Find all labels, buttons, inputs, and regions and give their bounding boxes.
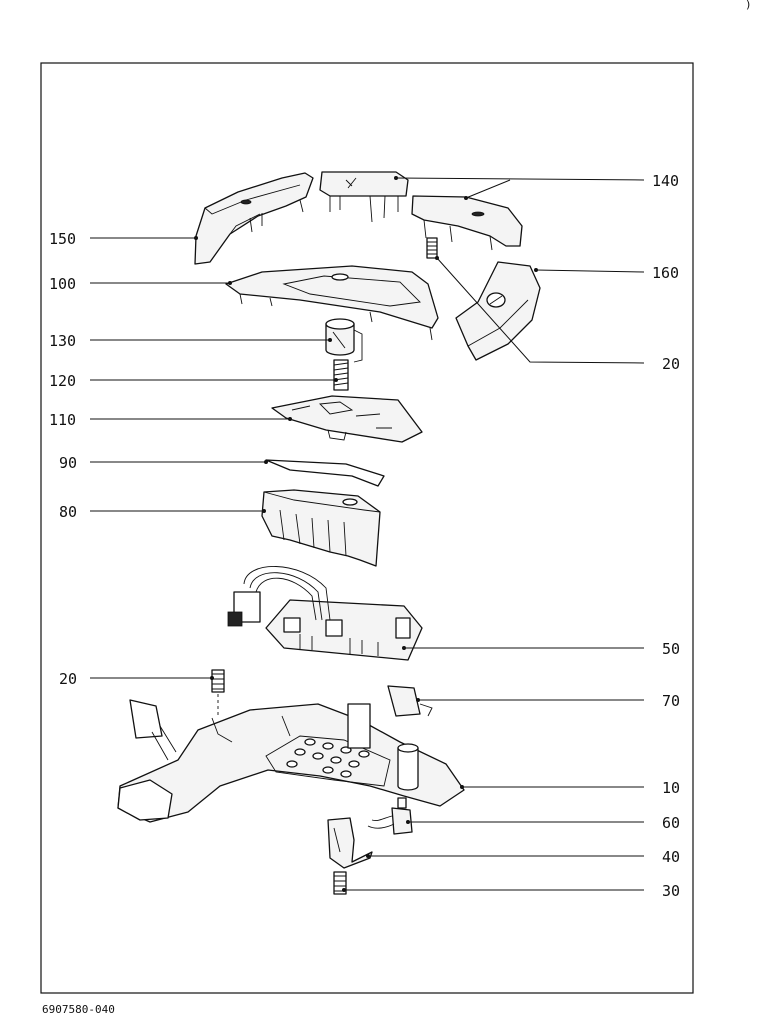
part-90-gasket — [265, 459, 385, 487]
part-80-finned-housing — [261, 489, 381, 567]
part-10-base-frame — [117, 699, 465, 823]
leader-50 — [402, 646, 644, 650]
callout-130: 130 — [49, 332, 76, 350]
leader-110 — [90, 417, 292, 421]
callout-110: 110 — [49, 411, 76, 429]
callout-160: 160 — [652, 264, 679, 282]
part-120-spring — [333, 359, 349, 391]
leader-30 — [342, 888, 644, 892]
leader-130 — [90, 338, 332, 342]
leader-20-bottom — [90, 676, 214, 680]
page-corner-mark: ) — [745, 0, 752, 11]
callout-40: 40 — [662, 848, 680, 866]
part-150-left-cover — [194, 172, 314, 265]
leader-40 — [366, 854, 644, 858]
callout-150: 150 — [49, 230, 76, 248]
part-160-right-cover — [455, 261, 541, 361]
callout-70: 70 — [662, 692, 680, 710]
callout-30: 30 — [662, 882, 680, 900]
leader-120 — [90, 378, 338, 382]
part-20-spring-top — [426, 237, 438, 259]
leader-140 — [394, 176, 645, 200]
leader-70 — [416, 698, 644, 702]
base-frame-holes — [286, 738, 370, 778]
callout-10: 10 — [662, 779, 680, 797]
leader-20-top — [435, 256, 645, 364]
part-40-slide-actuator — [327, 817, 373, 869]
drawing-frame — [40, 62, 694, 994]
part-140-top-cover — [319, 171, 523, 251]
callout-120: 120 — [49, 372, 76, 390]
document-number: 6907580-040 — [42, 1003, 115, 1016]
leader-100 — [90, 281, 232, 285]
leader-90 — [90, 460, 268, 464]
callout-80: 80 — [59, 503, 77, 521]
part-110-label-plate — [271, 395, 423, 443]
leader-60 — [406, 820, 644, 824]
part-100-panel-plate — [225, 265, 439, 341]
callout-50: 50 — [662, 640, 680, 658]
leader-150 — [90, 236, 198, 240]
callout-20-bottom: 20 — [59, 670, 77, 688]
part-70-switch — [387, 685, 433, 717]
callout-60: 60 — [662, 814, 680, 832]
part-50-circuit-board — [227, 566, 423, 661]
part-60-microswitch — [367, 797, 413, 835]
callout-100: 100 — [49, 275, 76, 293]
leader-10 — [460, 785, 644, 789]
part-20-spring-bottom — [211, 669, 225, 718]
leader-160 — [534, 268, 645, 273]
callout-20-top: 20 — [662, 355, 680, 373]
callout-140: 140 — [652, 172, 679, 190]
leader-80 — [90, 509, 266, 513]
callout-90: 90 — [59, 454, 77, 472]
part-130-cylinder — [325, 318, 363, 363]
